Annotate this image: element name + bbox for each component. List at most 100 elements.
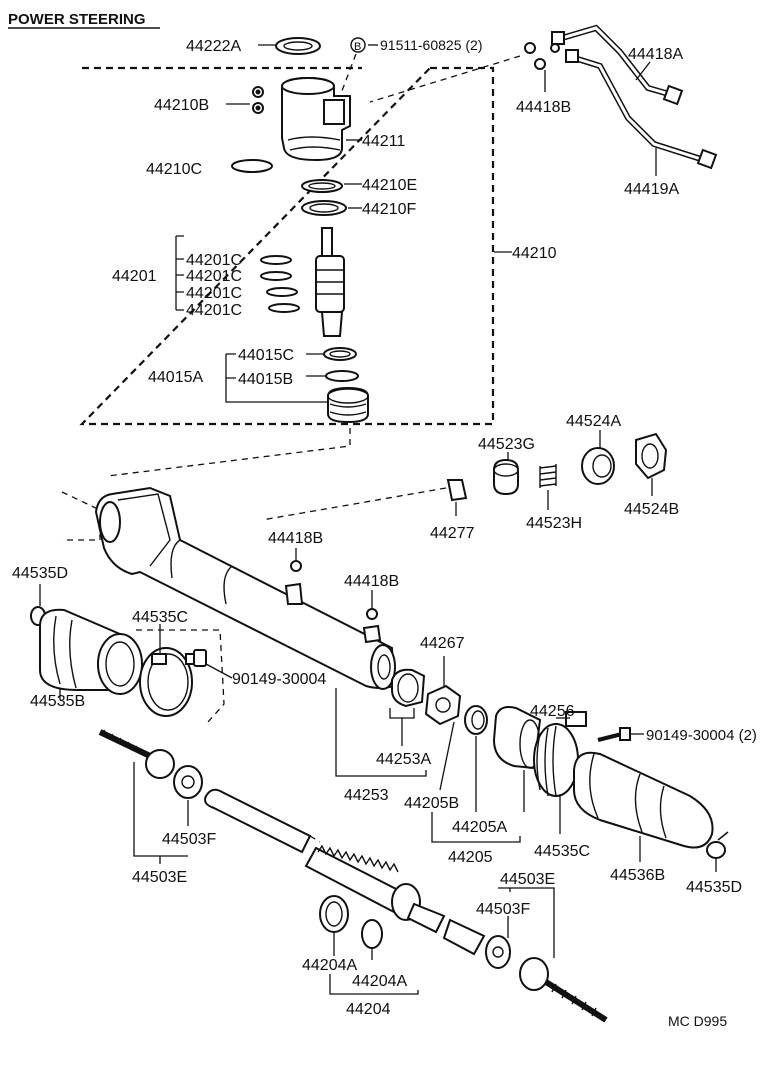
- part-44535C-clamp-left: [139, 647, 193, 717]
- label-44210: 44210: [512, 245, 557, 262]
- part-44210B-nuts: [252, 86, 264, 114]
- valve-assembly-box: [79, 66, 495, 426]
- part-44524A-cap: [581, 447, 615, 485]
- part-rack-bar: [204, 788, 486, 956]
- label-44201C-4: 44201C: [186, 302, 242, 319]
- label-44536B: 44536B: [610, 867, 665, 884]
- part-44253A-bushing: [391, 668, 426, 708]
- part-44204A-bushing: [319, 895, 349, 933]
- label-44524A: 44524A: [566, 413, 621, 430]
- leader-pipes-to-housing: [369, 55, 521, 103]
- label-44211: 44211: [362, 133, 405, 150]
- label-44418A: 44418A: [628, 46, 683, 63]
- part-90149-bolt-right: [597, 727, 631, 742]
- label-44503E-right: 44503E: [500, 871, 555, 888]
- part-44205B-ring: [464, 705, 488, 735]
- label-44201C-3: 44201C: [186, 285, 242, 302]
- part-44201C-rings: [260, 255, 300, 313]
- label-44277: 44277: [430, 525, 475, 542]
- part-44015-bushing: [327, 386, 369, 424]
- label-44524B: 44524B: [624, 501, 679, 518]
- label-44503F-right: 44503F: [476, 901, 530, 918]
- label-44535C-right: 44535C: [534, 843, 590, 860]
- label-90149-30004-left: 90149-30004: [232, 671, 326, 688]
- label-44267: 44267: [420, 635, 465, 652]
- part-44524B-locknut: [635, 432, 668, 480]
- clamp-left-dashed-box: [136, 629, 225, 723]
- label-44523G: 44523G: [478, 436, 535, 453]
- leader-90149-left: [205, 663, 233, 679]
- rack-housing: [94, 486, 396, 690]
- part-90149-bolt-left: [185, 649, 207, 667]
- label-44418B-top: 44418B: [516, 99, 571, 116]
- part-44015B-ring: [325, 370, 359, 382]
- label-44204: 44204: [346, 1001, 391, 1018]
- part-tie-rod-left: [98, 729, 203, 799]
- label-44535B: 44535B: [30, 693, 85, 710]
- label-44205A: 44205A: [452, 819, 507, 836]
- part-44210F-seal: [301, 200, 347, 216]
- part-44523G-plug: [493, 458, 519, 496]
- label-44015B: 44015B: [238, 371, 293, 388]
- leader-44277-dashed: [261, 487, 447, 521]
- label-44535D-right: 44535D: [686, 879, 742, 896]
- label-44503F-left: 44503F: [162, 831, 216, 848]
- label-44201C-2: 44201C: [186, 268, 242, 285]
- label-44204A-2: 44204A: [352, 973, 407, 990]
- leader-44205B: [439, 721, 455, 791]
- pipe-44419A: [565, 49, 718, 170]
- label-44201: 44201: [112, 268, 157, 285]
- label-44205: 44205: [448, 849, 493, 866]
- leader-44418A: [635, 61, 651, 81]
- part-44277-bolt: [446, 479, 468, 502]
- label-44201C-1: 44201C: [186, 252, 242, 269]
- part-44210E-seal: [301, 179, 343, 193]
- label-44222A: 44222A: [186, 38, 241, 55]
- union-bolts-44418B-top: [524, 42, 560, 70]
- bracket-44253: [335, 688, 427, 777]
- label-44419A: 44419A: [624, 181, 679, 198]
- part-44210C-oring: [231, 159, 273, 173]
- bracket-44503E-left: [133, 762, 188, 857]
- label-44253: 44253: [344, 787, 389, 804]
- label-44205B: 44205B: [404, 795, 459, 812]
- part-44204A-ring: [361, 919, 383, 949]
- part-44267-locknut: [424, 684, 462, 726]
- bolt-mark-B: B: [350, 37, 366, 53]
- part-44222A-seal: [275, 37, 321, 55]
- bracket-44205: [431, 812, 521, 843]
- diagram-title: POWER STEERING: [8, 11, 146, 28]
- bracket-44253A: [389, 708, 415, 746]
- part-tie-rod-right: [485, 935, 608, 1023]
- leader-91511-to-housing: [339, 53, 357, 97]
- label-44503E-left: 44503E: [132, 869, 187, 886]
- bracket-44201: [175, 235, 184, 311]
- label-44418B-mid2: 44418B: [344, 573, 399, 590]
- bracket-44204: [329, 974, 419, 995]
- part-44256-hose-clamp: [533, 711, 587, 797]
- part-44536B-boot-right: [573, 751, 714, 849]
- part-44015C-seal: [323, 347, 357, 361]
- pipe-44418A: [551, 24, 684, 106]
- label-44418B-mid1: 44418B: [268, 530, 323, 547]
- label-44535D-left: 44535D: [12, 565, 68, 582]
- part-44418B-nut-1: [290, 560, 302, 572]
- label-91511-60825: 91511-60825 (2): [380, 37, 482, 53]
- part-44535B-boot-left: [39, 608, 143, 695]
- part-44201-valve-shaft: [315, 227, 345, 337]
- catalog-code: MC D995: [668, 1013, 727, 1029]
- bracket-44015: [225, 353, 330, 403]
- label-44210C: 44210C: [146, 161, 202, 178]
- label-44535C-left: 44535C: [132, 609, 188, 626]
- label-90149-30004-right: 90149-30004 (2): [646, 727, 757, 744]
- bracket-44503E-right: [498, 887, 555, 958]
- label-44015C: 44015C: [238, 347, 294, 364]
- label-44210B: 44210B: [154, 97, 209, 114]
- label-44210E: 44210E: [362, 177, 417, 194]
- housing-opening-dashed: [61, 491, 101, 541]
- leader-valve-to-housing: [107, 428, 351, 477]
- part-44523H-spring: [539, 464, 557, 488]
- part-44211-valve-housing: [281, 76, 351, 162]
- part-44418B-nut-2: [366, 608, 378, 620]
